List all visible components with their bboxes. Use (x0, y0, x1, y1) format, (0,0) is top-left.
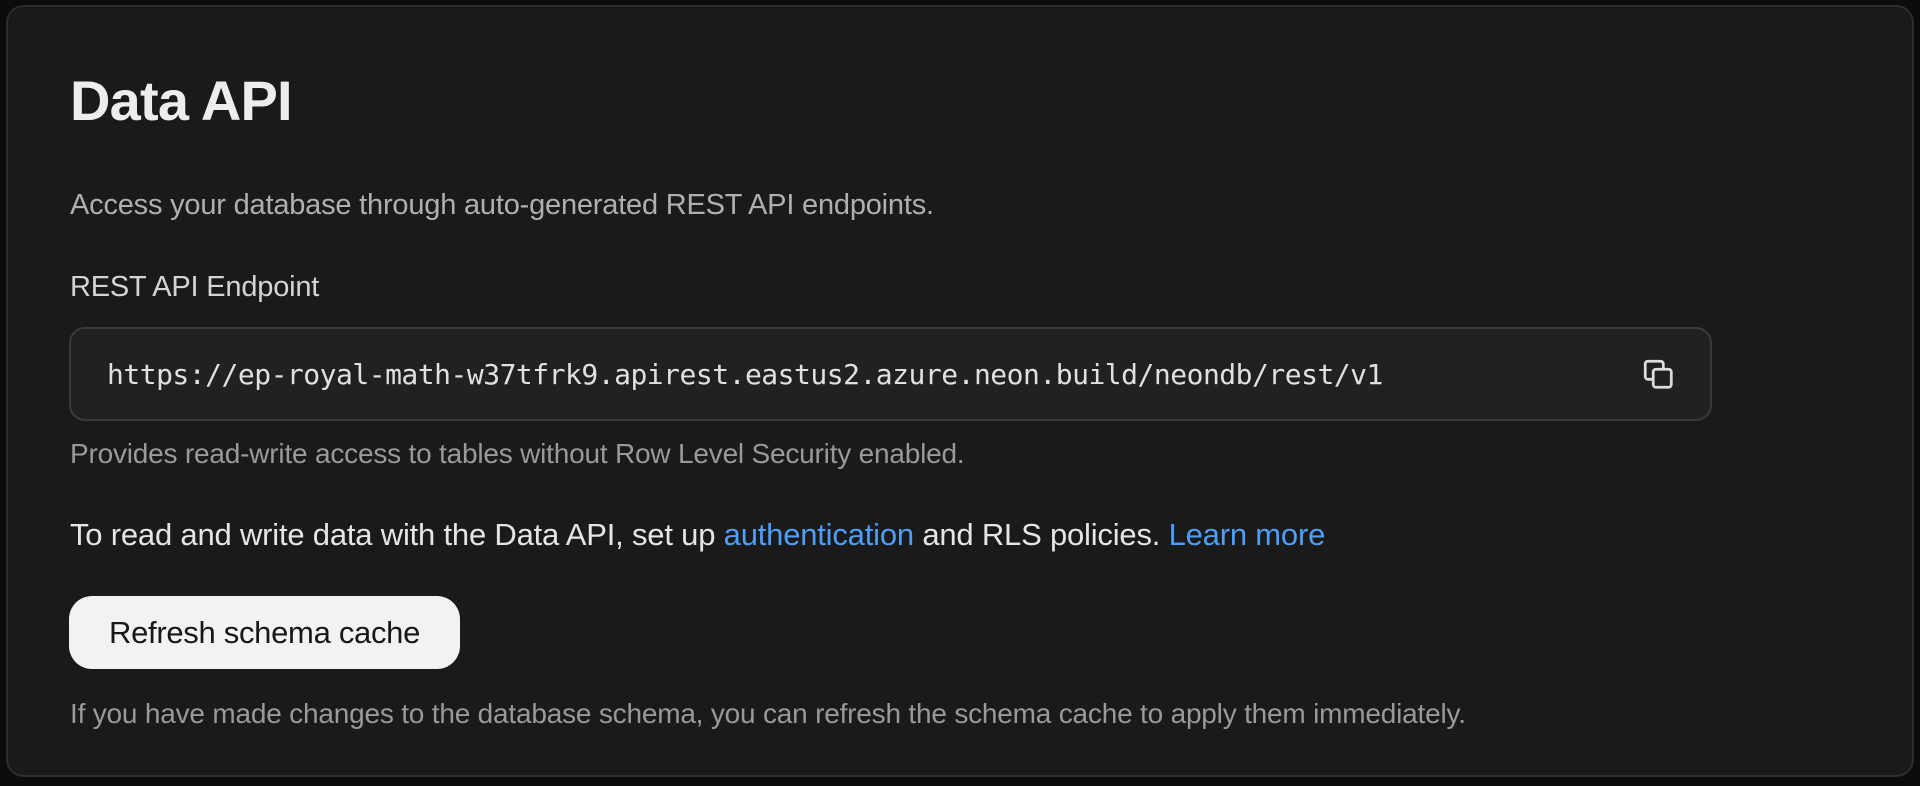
rest-api-endpoint-label: REST API Endpoint (70, 271, 320, 303)
refresh-schema-cache-button[interactable]: Refresh schema cache (69, 596, 461, 669)
copy-icon (1641, 357, 1675, 391)
learn-more-link[interactable]: Learn more (1168, 517, 1326, 552)
rest-api-endpoint-field[interactable]: https://ep-royal-math-w37tfrk9.apirest.e… (69, 327, 1712, 421)
rls-note: To read and write data with the Data API… (70, 516, 1325, 553)
authentication-link[interactable]: authentication (723, 517, 914, 552)
page-subtitle: Access your database through auto-genera… (70, 189, 934, 221)
copy-endpoint-button[interactable] (1636, 352, 1680, 396)
data-api-panel: Data API Access your database through au… (6, 5, 1914, 777)
refresh-helper-text: If you have made changes to the database… (70, 698, 1466, 729)
rls-note-text-before: To read and write data with the Data API… (70, 517, 724, 552)
rls-note-text-middle: and RLS policies. (913, 517, 1169, 552)
page-title: Data API (70, 69, 293, 132)
rest-api-endpoint-url: https://ep-royal-math-w37tfrk9.apirest.e… (107, 357, 1383, 391)
endpoint-helper-text: Provides read-write access to tables wit… (70, 438, 965, 469)
